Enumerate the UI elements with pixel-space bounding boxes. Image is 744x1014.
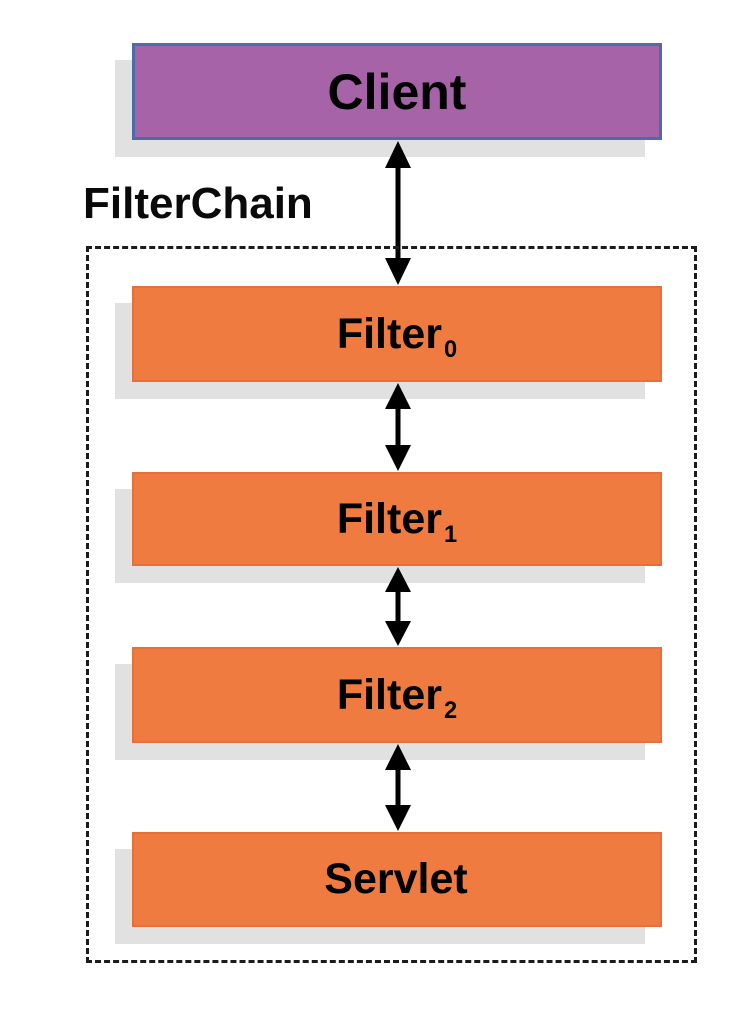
servlet-label: Servlet <box>324 855 468 903</box>
filter0-box: Filter0 <box>132 286 662 382</box>
filter0-label: Filter0 <box>336 309 458 363</box>
filter2-label: Filter2 <box>336 670 458 724</box>
filter1-box: Filter1 <box>132 472 662 566</box>
filter1-subscript: 1 <box>443 521 458 548</box>
filter2-box: Filter2 <box>132 647 662 743</box>
filterchain-dashed-border <box>86 246 697 963</box>
double-arrow-icon <box>378 382 418 472</box>
filterchain-title: FilterChain <box>83 179 313 228</box>
client-label: Client <box>327 63 467 120</box>
client-box: Client <box>132 43 662 140</box>
servlet-box: Servlet <box>132 832 662 927</box>
double-arrow-icon <box>378 743 418 832</box>
filter1-label: Filter1 <box>336 494 458 548</box>
filter0-subscript: 0 <box>443 336 458 363</box>
filter2-subscript: 2 <box>443 697 458 724</box>
double-arrow-icon <box>378 566 418 647</box>
